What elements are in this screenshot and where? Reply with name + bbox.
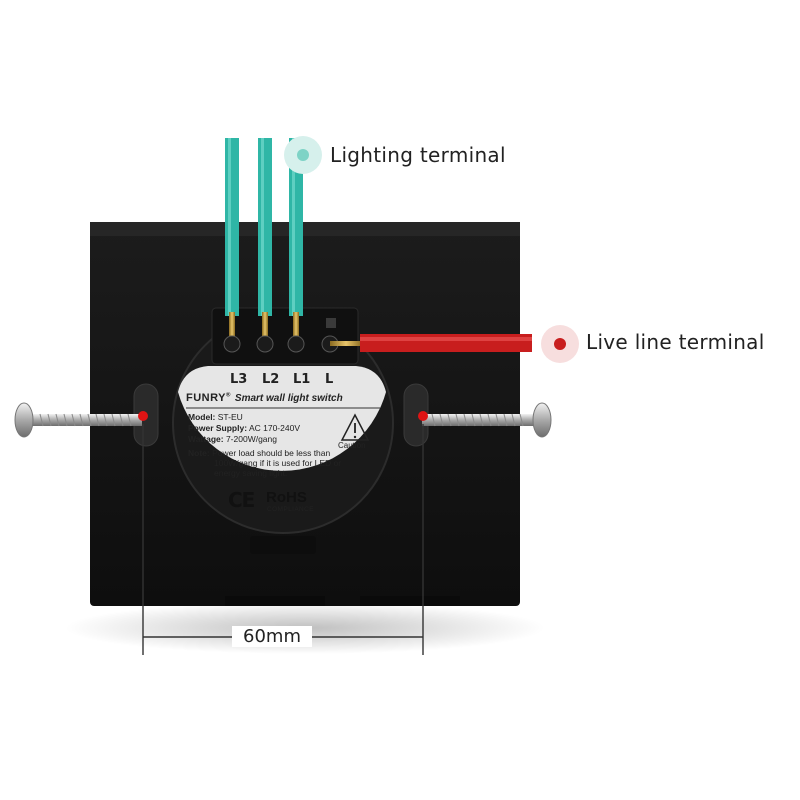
rohs-compliance: COMPLIANCE: [267, 506, 314, 513]
mounting-screw-right: [422, 402, 552, 438]
wire-highlight: [228, 138, 231, 316]
marker-left: [138, 411, 148, 421]
note-line-3: energy saving light.: [214, 468, 288, 478]
pin-l: [330, 341, 362, 346]
wire-live: [360, 334, 532, 352]
callout-marker-live: [554, 338, 566, 350]
model-row: Model: ST-EU: [188, 412, 243, 422]
terminal-l-clamp: [326, 318, 336, 328]
terminal-label: L3: [230, 372, 248, 387]
terminal-screw-l3: [223, 335, 241, 353]
mounting-screw-left: [14, 402, 142, 438]
terminal-label: L: [325, 372, 334, 387]
caution-label: Caution: [338, 441, 366, 450]
dimension-label: 60mm: [232, 626, 312, 647]
lighting-terminal-callout: Lighting terminal: [330, 143, 506, 167]
terminal-screw-l2: [256, 335, 274, 353]
pin-l1: [293, 312, 299, 340]
label-sticker-top: [178, 366, 386, 392]
wattage-row: Wattage: 7-200W/gang: [188, 434, 277, 444]
module-bottom-tab: [250, 536, 316, 554]
live-terminal-callout: Live line terminal: [586, 330, 765, 354]
terminal-label: L1: [293, 372, 311, 387]
caution-triangle-icon: [340, 413, 370, 441]
wire-l3: [225, 138, 239, 316]
rohs-mark: RoHS: [266, 489, 307, 506]
wire-highlight: [292, 138, 295, 316]
panel-bottom-clip: [360, 596, 460, 606]
terminal-screw-l1: [287, 335, 305, 353]
label-header: FUNRY®Smart wall light switch: [186, 392, 343, 404]
wire-highlight: [360, 337, 532, 341]
supply-row: Power Supply: AC 170-240V: [188, 423, 300, 433]
product-name: Smart wall light switch: [234, 393, 343, 404]
ce-mark: CE: [228, 488, 255, 512]
label-sticker: [178, 392, 386, 471]
panel-top-edge: [90, 222, 520, 236]
brand-logo: FUNRY®: [186, 392, 231, 404]
terminal-block: [211, 307, 359, 365]
terminal-label: L2: [262, 372, 280, 387]
caution-dot: [353, 435, 357, 439]
wire-highlight: [261, 138, 264, 316]
callout-marker-lighting: [297, 149, 309, 161]
note-line-2: 100W/gang if it is used for LED or: [214, 458, 342, 468]
wire-l2: [258, 138, 272, 316]
pin-l2: [262, 312, 268, 340]
note-line-1: Note: Power load should be less than: [188, 448, 331, 458]
pin-l3: [229, 312, 235, 340]
marker-right: [418, 411, 428, 421]
panel-bottom-clip: [225, 596, 325, 606]
